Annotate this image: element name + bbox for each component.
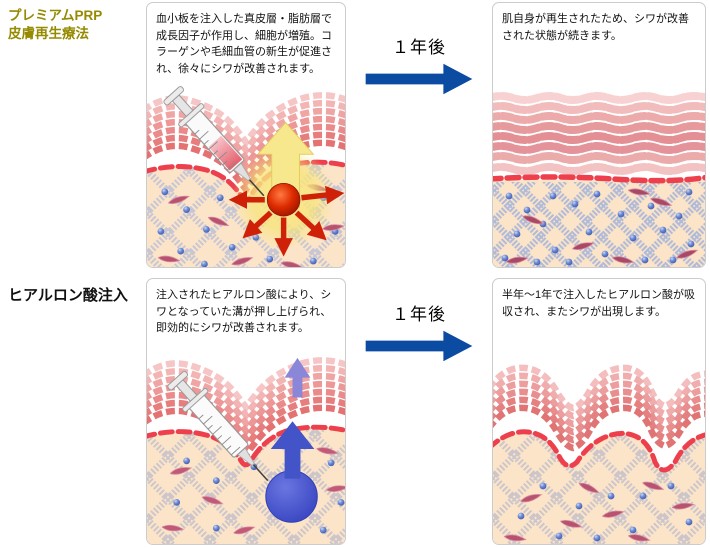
treatment-label-prp-line1: プレミアムPRP	[8, 8, 103, 23]
panel-prp-before: 血小板を注入した真皮層・脂肪層で成長因子が作用し、細胞が増殖。コラーゲンや毛細血…	[146, 2, 346, 268]
skin-illustration-ha-injection	[147, 346, 345, 544]
basement-membrane	[493, 429, 705, 473]
panel-ha-after: 半年～1年で注入したヒアルロン酸が吸収され、またシワが出現します。	[492, 278, 706, 545]
caption-prp-after: 肌自身が再生されたため、シワが改善された状態が続きます。	[502, 13, 689, 42]
panel-prp-after: 肌自身が再生されたため、シワが改善された状態が続きます。	[492, 2, 706, 268]
caption-ha-after: 半年～1年で注入したヒアルロン酸が吸収され、またシワが出現します。	[502, 289, 696, 318]
cell-dots	[173, 457, 345, 534]
treatment-label-ha: ヒアルロン酸注入	[8, 284, 128, 305]
skin-epidermis	[493, 96, 705, 171]
prp-ball	[266, 183, 301, 217]
skin-illustration-prp-injection	[147, 82, 345, 267]
caption-prp-before: 血小板を注入した真皮層・脂肪層で成長因子が作用し、細胞が増殖。コラーゲンや毛細血…	[156, 13, 332, 75]
spread-arrows-icon	[228, 185, 345, 257]
treatment-label-prp-line2: 皮膚再生療法	[8, 25, 89, 41]
cell-dots	[517, 482, 693, 542]
basement-membrane	[493, 174, 705, 184]
skin-illustration-prp-regenerated	[493, 92, 705, 267]
transition-prp: １年後	[350, 33, 488, 95]
cell-dots	[501, 188, 695, 266]
caption-ha-before: 注入されたヒアルロン酸により、シワとなっていた溝が押し上げられ、即効的にシワが改…	[156, 289, 332, 334]
treatment-label-prp: プレミアムPRP 皮膚再生療法	[8, 7, 102, 42]
right-arrow-icon	[365, 330, 473, 362]
right-arrow-icon	[365, 63, 473, 95]
panel-ha-before: 注入されたヒアルロン酸により、シワとなっていた溝が押し上げられ、即効的にシワが改…	[146, 278, 346, 545]
skin-dermis	[493, 180, 705, 267]
arrow-label-prp: １年後	[392, 38, 446, 57]
treatment-label-ha-line1: ヒアルロン酸注入	[8, 287, 128, 304]
arrow-label-ha: １年後	[392, 305, 446, 324]
skin-illustration-ha-wrinkle-return	[493, 344, 705, 544]
transition-ha: １年後	[350, 300, 488, 362]
lift-arrow-icon	[270, 421, 315, 479]
